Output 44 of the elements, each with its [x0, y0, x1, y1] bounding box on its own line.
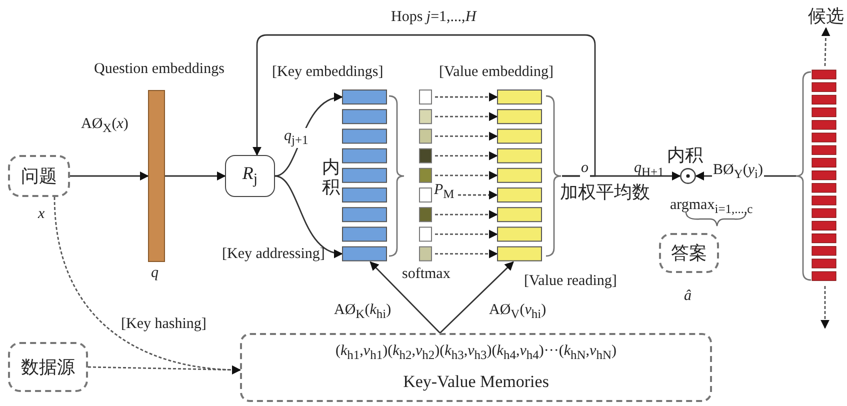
bar-heading: Question embeddings [94, 61, 224, 78]
data-source-box: 数据源 [8, 342, 88, 392]
arrow [435, 151, 498, 160]
node-caption: P$_{M}$ [434, 182, 454, 202]
arrow [821, 27, 830, 66]
arrow [252, 34, 596, 177]
arrow [88, 365, 241, 374]
node-caption: x [38, 206, 45, 222]
arrow [274, 175, 343, 257]
arrow [70, 172, 149, 180]
dot-product-circle [680, 168, 696, 184]
stack-heading: [Key embeddings] [272, 64, 384, 80]
arrow [435, 92, 498, 102]
arrow [435, 210, 498, 220]
arrow [435, 230, 498, 239]
softmax-column [419, 90, 432, 262]
edge-label: q$_{j+1}$ [283, 128, 310, 148]
stage-label: [Value reading] [524, 273, 617, 290]
arrow [435, 249, 498, 258]
arrow [458, 190, 498, 200]
controller-box: R$_{j}$ [225, 155, 275, 197]
arrow [435, 132, 498, 141]
arrow [820, 286, 830, 329]
weighted-average-text: 加权平均数 [560, 183, 650, 203]
node-caption: softmax [402, 266, 450, 282]
node-caption: â [684, 288, 692, 304]
node-caption: 内积 [667, 146, 703, 166]
candidate-text: 候选 [806, 4, 846, 28]
inner-product-text: 内积 [322, 158, 338, 198]
question-box: 问题 [8, 155, 70, 197]
arrow [165, 172, 226, 180]
arrow [435, 170, 498, 180]
node-caption: q [151, 265, 158, 282]
arrow [435, 112, 498, 122]
arrow [440, 261, 514, 334]
answer-box: 答案 [659, 233, 719, 273]
memory-box: (k$_{h1}$,v$_{h1}$)(k$_{h2}$,v$_{h2}$)(k$_{h3}$,v$_{h3}$)(k$_{h4}$,v$_{h4}$)···(k$_{hN}$,v$_{hN}$) Key-Value Memories [240, 333, 712, 402]
vector-label: q$_{H+1}$ [634, 160, 664, 180]
edge-label: [Key hashing] [120, 316, 208, 332]
edge-label: Hops j=1,...,H [390, 9, 478, 26]
stack-heading: [Value embedding] [439, 64, 554, 80]
arrow [370, 261, 440, 334]
argmax-text: argmax$_{i=1,...,c}$ [670, 197, 753, 217]
stage-label: [Key addressing] [222, 246, 325, 262]
